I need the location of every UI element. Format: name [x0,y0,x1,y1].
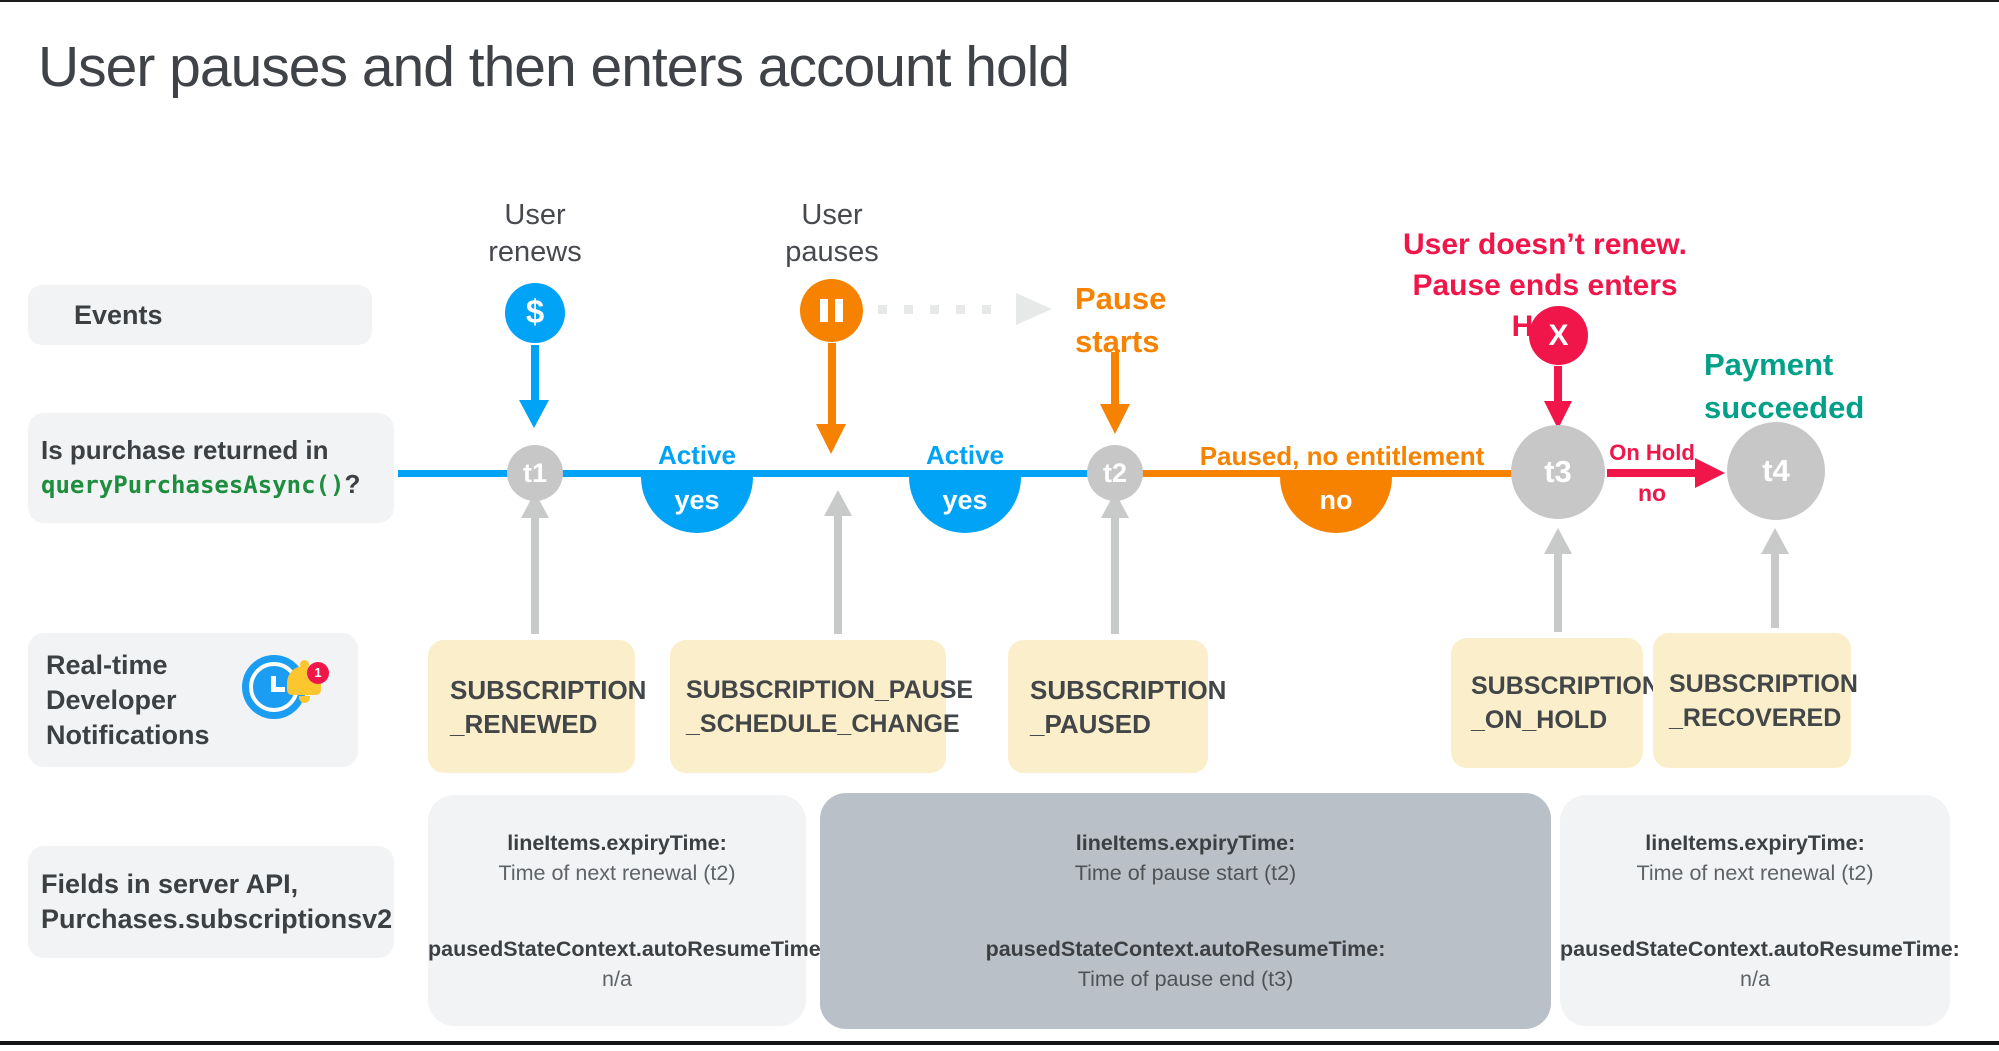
timeline-active-segment [398,470,1115,477]
segment4-answer-label: no [1637,480,1667,506]
rtdn-box-paused: SUBSCRIPTION _PAUSED [1008,640,1226,773]
dotted-arrow [878,305,887,314]
segment1-answer-badge: yes [641,477,753,533]
segment4-status-label: On Hold [1609,440,1695,465]
query-label-line1: Is purchase returned in [41,434,329,465]
rtdn-arrow-t4 [1761,528,1789,554]
pause-arrow [828,343,836,426]
rtdn-label-line3: Notifications [46,719,210,750]
bottom-border [0,1041,1999,1045]
renew-arrow [531,345,539,402]
segment3-status-label: Paused, no entitlement [1199,441,1485,471]
rtdn-label-line1: Real-time [46,649,168,680]
payment-succeeded-label: Payment succeeded [1704,347,1865,425]
events-label: Events [74,300,163,330]
bell-clapper-icon [299,696,310,703]
renew-dollar-icon: $ [505,283,565,343]
segment2-answer-badge: yes [909,477,1021,533]
on-hold-arrow [1607,469,1697,477]
rtdn-arrow-pause-schedule [824,490,852,516]
pause-icon [800,279,863,342]
user-renews-label: User renews [488,199,582,268]
fields-label-line2: Purchases.subscriptionsv2 [41,904,393,934]
rtdn-box-renewed: SUBSCRIPTION _RENEWED [428,640,646,773]
timeline-paused-segment [1115,470,1558,477]
clock-hour-hand-icon [271,687,285,692]
fields-label-line1: Fields in server API, [41,869,299,899]
rtdn-box-on-hold: SUBSCRIPTION _ON_HOLD [1451,638,1660,768]
rtdn-box-recovered: SUBSCRIPTION _RECOVERED [1653,633,1858,768]
pause-starts-arrow [1111,352,1119,406]
page-title: User pauses and then enters account hold [38,35,1070,99]
pause-starts-label: Pause starts [1075,281,1167,359]
query-row-label: Is purchase returned in queryPurchasesAs… [28,413,394,523]
user-pauses-label: User pauses [785,199,879,268]
field-box-1: lineItems.expiryTime: Time of next renew… [428,795,828,1026]
segment3-answer-badge: no [1280,477,1392,533]
cancel-x-icon: X [1529,306,1588,365]
rtdn-arrow-t3 [1544,528,1572,554]
notification-count-badge: 1 [307,662,329,684]
fields-row-label: Fields in server API, Purchases.subscrip… [28,846,394,958]
timeline-node-t2: t2 [1087,445,1143,501]
query-suffix: ? [344,468,361,499]
segment2-status-label: Active [925,440,1005,470]
clock-minute-hand-icon [271,676,276,692]
dotted-arrow-head [1016,293,1052,325]
timeline-node-t1: t1 [507,445,563,501]
segment1-status-label: Active [657,440,737,470]
bell-knob-icon [300,660,309,669]
top-border [0,0,1999,2]
hold-arrow [1554,366,1562,403]
rtdn-label-line2: Developer [46,684,177,715]
field-box-2: lineItems.expiryTime: Time of pause star… [820,793,1551,1029]
rtdn-box-pause-schedule-change: SUBSCRIPTION_PAUSE _SCHEDULE_CHANGE [670,640,973,773]
field-box-3: lineItems.expiryTime: Time of next renew… [1560,795,1960,1026]
events-row-label: Events [28,285,372,345]
timeline-node-t4: t4 [1727,422,1825,520]
query-code: queryPurchasesAsync()? [41,468,361,499]
timeline-node-t3: t3 [1511,425,1605,519]
